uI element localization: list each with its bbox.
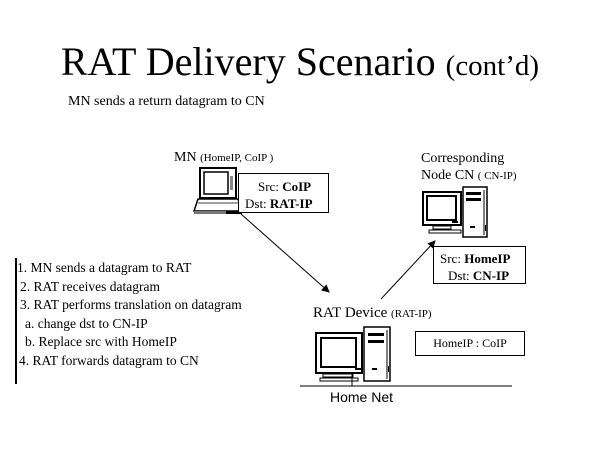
step-item: 1. MN sends a datagram to RAT [17,260,192,275]
mn-label: MN (HomeIP, CoIP ) [174,150,273,166]
steps-bar [15,258,17,384]
home-net-label: Home Net [330,389,394,405]
cn-name-line2: Node CN [421,168,475,183]
step-item: a. change dst to CN-IP [25,315,148,331]
cn-label: Corresponding Node CN ( CN-IP) [421,150,517,185]
src-label: Src: [440,251,465,266]
binding-entry: HomeIP : CoIP [433,336,507,350]
src-label: Src: [258,179,283,194]
laptop-icon [192,167,244,214]
mn-detail: (HomeIP, CoIP ) [200,152,274,164]
dst-label: Dst: [448,268,473,283]
step-item: 4. RAT forwards datagram to CN [19,352,199,368]
packet-outgoing: Src: CoIP Dst: RAT-IP [238,173,329,213]
binding-table: HomeIP : CoIP [415,331,525,356]
steps-list: 1. MN sends a datagram to RAT 2. RAT rec… [17,259,242,370]
arrow-rat-to-cn [380,240,436,300]
dst-label: Dst: [245,196,270,211]
src-value: CoIP [282,179,312,194]
rat-name: RAT Device [313,305,388,321]
slide-title: RAT Delivery Scenario (cont’d) [0,38,600,90]
cn-name-line1: Corresponding [421,151,505,166]
arrow-mn-to-rat [240,213,330,293]
cn-detail: ( CN-IP) [477,170,517,182]
packet-forwarded: Src: HomeIP Dst: CN-IP [433,246,526,284]
src-value: HomeIP [464,251,511,266]
mn-name: MN [174,150,197,165]
subtitle: MN sends a return datagram to CN [68,94,265,109]
step-item: b. Replace src with HomeIP [25,334,177,349]
rat-detail: (RAT-IP) [391,308,432,320]
dst-value: RAT-IP [269,196,313,211]
title-suffix: (cont’d) [445,50,540,82]
title-main: RAT Delivery Scenario [60,39,436,84]
cn-computer-icon [422,186,488,238]
rat-label: RAT Device (RAT-IP) [313,305,432,322]
step-item: 3. RAT performs translation on datagram [20,297,242,312]
step-item: 2. RAT receives datagram [20,278,160,294]
dst-value: CN-IP [472,268,510,283]
rat-computer-icon [315,326,391,382]
